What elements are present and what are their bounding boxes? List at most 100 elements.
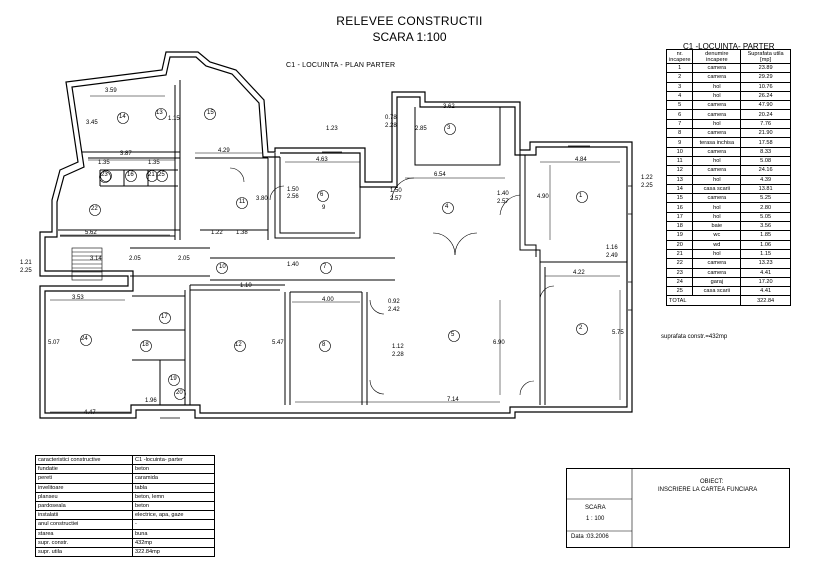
room-nr: 21 [665,248,694,260]
room-number: 16 [127,172,134,178]
dim-label: 5.47 [272,340,284,346]
room-number: 5 [451,332,455,338]
object-label: OBIECT: [700,479,724,485]
dim-label: 4.29 [218,148,230,154]
dim-label: 2.56 [287,194,299,200]
room-name: hol [692,174,742,185]
char-value: buna [132,528,215,539]
dim-label: 1.22 [211,230,223,236]
room-nr: 18 [665,221,694,232]
room-area: 29.29 [740,72,791,83]
room-number: 8 [322,342,326,348]
char-value: caramida [132,473,215,484]
dim-label: 7.14 [447,397,459,403]
room-number: 24 [81,336,88,342]
dim-label: 5.62 [85,230,97,236]
room-name: garaj [692,276,742,288]
room-area: 2.80 [740,202,791,213]
room-area: 26.24 [740,90,791,102]
titleblock-date: Data :03.2006 [571,534,609,540]
room-name: casa scarii [692,183,742,195]
char-value: beton [132,500,215,512]
dim-label: 1.23 [326,126,338,132]
room-nr: 8 [665,128,694,139]
room-area: 10.76 [740,81,791,92]
room-nr: 7 [665,118,694,130]
col-name: denumire incapere [692,49,742,64]
room-area: 17.58 [740,137,791,148]
room-name: hol [692,81,742,92]
room-number: 25 [158,172,165,178]
total-label: TOTAL [665,295,742,306]
room-nr: 11 [665,155,694,167]
char-value: beton [132,464,215,475]
dim-label: 0.78 [385,115,397,121]
title-block-lines [567,469,633,547]
dim-label: 1.50 [287,187,299,193]
dim-label: 4.47 [84,410,96,416]
room-number: 9 [322,205,326,211]
room-area: 4.41 [740,286,791,297]
construction-area: suprafata constr.=432mp [661,334,728,340]
char-value: beton, lemn [132,491,215,502]
dim-label: 3.87 [120,151,132,157]
dim-label: 2.28 [392,352,404,358]
room-nr: 3 [665,81,694,92]
object-value: INSCRIERE LA CARTEA FUNCIARA [658,487,758,493]
dim-label: 5.07 [48,340,60,346]
room-nr: 20 [665,239,694,250]
room-name: casa scarii [692,286,742,297]
room-name: hol [692,211,742,223]
room-number: 17 [161,314,168,320]
char-key: instalatii [35,510,133,521]
room-area: 47.90 [740,100,791,111]
room-nr: 24 [665,276,694,288]
room-number: 4 [445,204,449,210]
characteristics-table: caracteristici constructive C1 -locuinta… [35,454,215,558]
char-value: 322.84mp [132,546,215,558]
dim-label: 1.22 [641,175,653,181]
room-nr: 23 [665,267,694,278]
room-area: 5.05 [740,211,791,223]
dim-label: 1.96 [145,398,157,404]
room-number: 7 [323,264,327,270]
room-name: wd [692,239,742,250]
char-key: anul constructiei [35,519,133,530]
char-value: electrice, apa, gaze [132,510,215,521]
char-key: pereti [35,473,133,484]
room-area: 24.16 [740,165,791,176]
char-key: planseu [35,491,133,502]
room-number: 20 [176,390,183,396]
doors [229,167,555,396]
room-nr: 14 [665,183,694,195]
room-number: 19 [170,376,177,382]
char-value: 432mp [132,537,215,548]
room-number: 21 [148,172,155,178]
room-name: hol [692,248,742,260]
room-number: 14 [119,114,126,120]
room-name: camera [692,72,742,83]
room-nr: 6 [665,109,694,120]
char-header-left: caracteristici constructive [35,454,133,466]
dim-label: 3.80 [256,196,268,202]
dim-label: 2.28 [385,123,397,129]
dim-label: 3.53 [72,295,84,301]
room-labels [80,108,588,400]
